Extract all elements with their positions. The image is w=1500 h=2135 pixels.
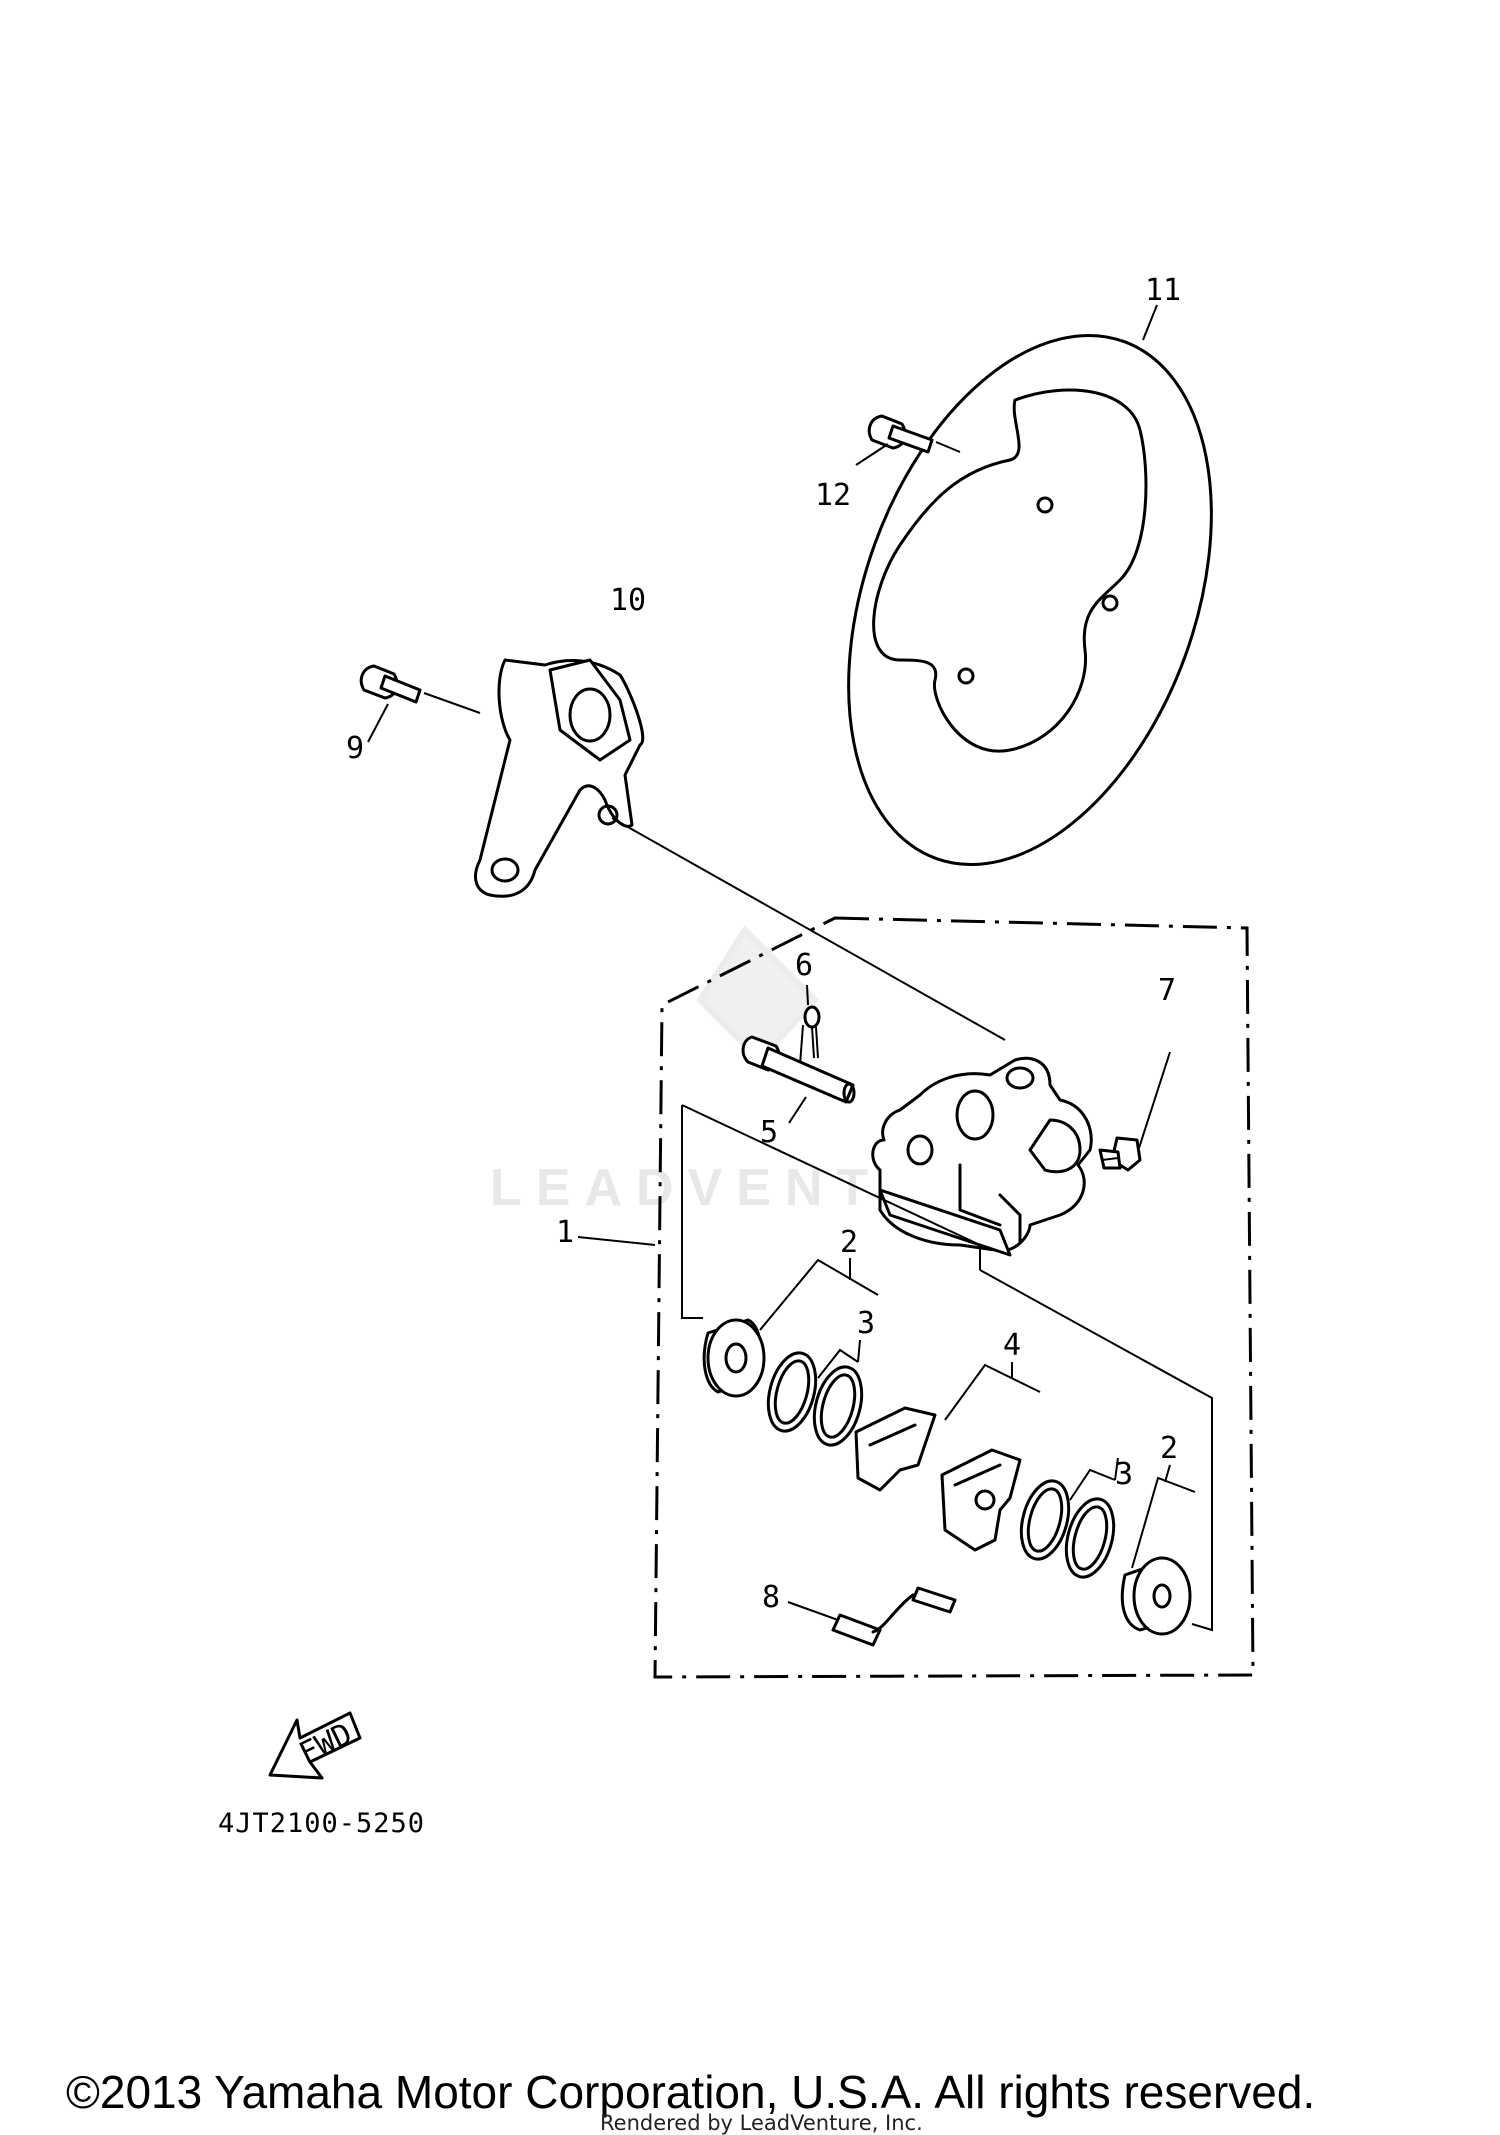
fwd-arrow-icon: FWD	[268, 1711, 362, 1780]
callout-4: 4	[1003, 1328, 1021, 1363]
bleed-screw	[1098, 1051, 1171, 1172]
bracket-bolt	[359, 664, 481, 743]
callout-10: 10	[610, 583, 646, 618]
callout-2-left: 2	[840, 1225, 858, 1260]
callout-3-right: 3	[1115, 1457, 1133, 1492]
assembly-line	[611, 817, 1006, 1041]
drawing-code: 4JT2100-5250	[218, 1808, 425, 1839]
piston-left	[702, 1318, 766, 1398]
callout-3-left: 3	[857, 1306, 875, 1341]
callout-11: 11	[1145, 273, 1181, 308]
seals-right	[1019, 1479, 1116, 1579]
caliper-bracket	[474, 658, 645, 898]
caliper-assembly-boundary	[653, 916, 1255, 1679]
callout-9: 9	[346, 731, 364, 766]
cotter-pin	[803, 984, 821, 1059]
callout-5: 5	[760, 1115, 778, 1150]
rendered-by: Rendered by LeadVenture, Inc.	[600, 2111, 923, 2135]
piston-right	[1120, 1556, 1192, 1636]
caliper-body	[871, 1056, 1093, 1257]
callout-12: 12	[815, 478, 851, 513]
slide-pin	[741, 1035, 856, 1124]
copyright-notice: ©2013 Yamaha Motor Corporation, U.S.A. A…	[66, 2066, 1315, 2118]
callout-1: 1	[556, 1215, 574, 1250]
callout-2-right: 2	[1160, 1431, 1178, 1466]
pin-leader	[799, 1024, 804, 1066]
callout-labels: 1 2 3 4 2 3 5 6 7 8 9 10 11 12	[346, 273, 1181, 1615]
seals-left	[766, 1351, 864, 1447]
brake-pads	[854, 1406, 1022, 1552]
brake-disc	[847, 304, 1213, 867]
callout-6: 6	[795, 948, 813, 983]
leader-lines	[681, 1104, 1213, 1632]
disc-bolt	[855, 414, 961, 466]
pad-spring	[787, 1586, 957, 1647]
callout-7: 7	[1158, 973, 1176, 1008]
callout-8: 8	[762, 1580, 780, 1615]
